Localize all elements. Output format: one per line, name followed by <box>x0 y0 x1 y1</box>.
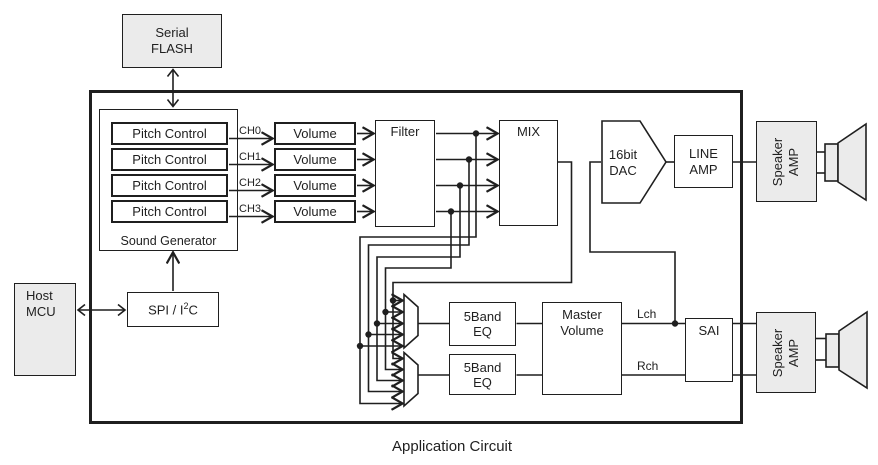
lch-label: Lch <box>637 307 657 321</box>
filter-label: Filter <box>390 124 420 139</box>
diagram-caption: Application Circuit <box>392 438 513 455</box>
spi-label-sup: 2 <box>183 301 189 312</box>
volume-3-label: Volume <box>293 203 337 219</box>
mix-block: MIX <box>499 120 558 226</box>
host-mcu-block: Host MCU <box>14 283 76 376</box>
eq-block-2: 5Band EQ <box>449 354 516 395</box>
speaker-amp-bottom-rotwrap: Speaker AMP <box>757 313 815 392</box>
volume-0-label: Volume <box>293 125 337 141</box>
speaker-amp-top-line2: AMP <box>786 147 802 176</box>
speaker-amp-top-label: Speaker AMP <box>770 137 802 185</box>
sai-label: SAI <box>698 323 720 338</box>
eq-block-1: 5Band EQ <box>449 302 516 346</box>
sai-block: SAI <box>685 318 733 382</box>
speaker-amp-bottom-block: Speaker AMP <box>756 312 816 393</box>
line-amp-label-line1: LINE <box>689 145 718 161</box>
dac-label: 16bit DAC <box>596 147 650 178</box>
mix-label: MIX <box>516 124 541 139</box>
flash-bus-arrow-up-icon <box>166 68 180 77</box>
serial-flash-label-line2: FLASH <box>151 41 193 56</box>
speaker-amp-top-block: Speaker AMP <box>756 121 817 202</box>
channel-label-ch0: CH0 <box>239 125 262 137</box>
spi-i2c-label: SPI / I2C <box>148 301 198 317</box>
pitch-control-0: Pitch Control <box>111 122 228 145</box>
pitch-control-2-label: Pitch Control <box>132 177 207 193</box>
speaker-bottom-cone-icon <box>838 310 868 390</box>
channel-label-ch3: CH3 <box>239 203 262 215</box>
eq1-label-line2: EQ <box>473 324 492 339</box>
pitch-control-3-label: Pitch Control <box>132 203 207 219</box>
host-mcu-label-line2: MCU <box>26 303 56 319</box>
spi-label-suffix: C <box>188 302 198 318</box>
filter-block: Filter <box>375 120 435 227</box>
spi-i2c-block: SPI / I2C <box>127 292 219 327</box>
pitch-control-2: Pitch Control <box>111 174 228 197</box>
pitch-control-1: Pitch Control <box>111 148 228 171</box>
serial-flash-block: Serial FLASH <box>122 14 222 68</box>
mcu-bus-arrow-left-icon <box>76 303 86 317</box>
line-amp-block: LINE AMP <box>674 135 733 188</box>
speaker-amp-top-line1: Speaker <box>770 137 786 186</box>
volume-3: Volume <box>274 200 356 223</box>
speaker-amp-top-rotwrap: Speaker AMP <box>757 122 816 201</box>
chip-outline <box>89 90 743 424</box>
master-volume-label-line2: Volume <box>560 323 604 338</box>
master-volume-label-line1: Master <box>562 307 602 322</box>
speaker-amp-bottom-line1: Speaker <box>769 328 785 377</box>
speaker-bottom-magnet-icon <box>825 333 840 368</box>
channel-label-ch1: CH1 <box>239 151 262 163</box>
dac-label-line1: 16bit <box>608 147 638 162</box>
line-amp-label-line2: AMP <box>689 161 718 177</box>
volume-2: Volume <box>274 174 356 197</box>
host-mcu-label-line1: Host <box>26 288 53 303</box>
serial-flash-label-line1: Serial <box>155 25 189 40</box>
speaker-top-magnet-icon <box>824 143 839 182</box>
speaker-amp-bottom-line2: AMP <box>785 338 801 367</box>
eq2-label-line1: 5Band <box>463 359 502 375</box>
pitch-control-0-label: Pitch Control <box>132 125 207 141</box>
pitch-control-3: Pitch Control <box>111 200 228 223</box>
volume-2-label: Volume <box>293 177 337 193</box>
volume-0: Volume <box>274 122 356 145</box>
speaker-amp-bottom-label: Speaker AMP <box>770 328 802 376</box>
eq1-label-line1: 5Band <box>463 309 502 324</box>
spi-label-prefix: SPI / I <box>148 302 184 318</box>
pitch-control-1-label: Pitch Control <box>132 151 207 167</box>
eq2-label-line2: EQ <box>473 374 492 390</box>
channel-label-ch2: CH2 <box>239 177 262 189</box>
speaker-top-cone-icon <box>837 122 867 202</box>
master-volume-block: Master Volume <box>542 302 622 395</box>
sound-generator-label: Sound Generator <box>120 234 217 248</box>
rch-label: Rch <box>637 359 659 373</box>
volume-1-label: Volume <box>293 151 337 167</box>
volume-1: Volume <box>274 148 356 171</box>
dac-label-line2: DAC <box>609 162 637 178</box>
